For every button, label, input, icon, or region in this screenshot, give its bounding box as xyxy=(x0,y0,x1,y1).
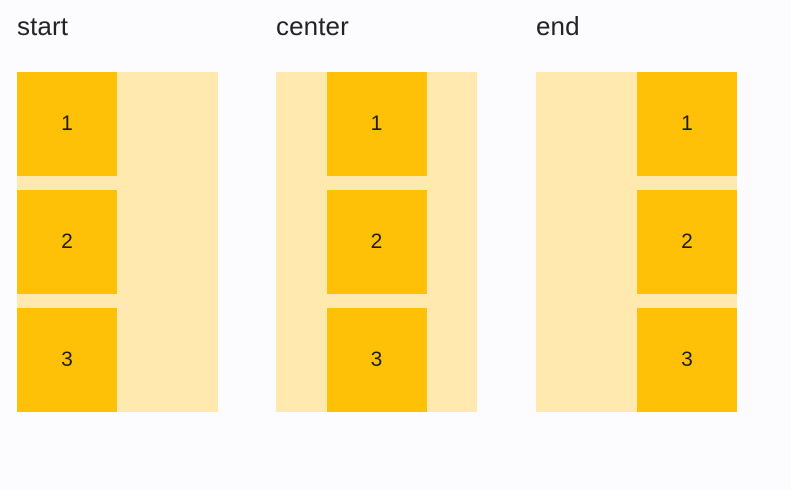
flex-container-end: 1 2 3 xyxy=(536,72,737,412)
flex-container-center: 1 2 3 xyxy=(276,72,477,412)
flex-item: 1 xyxy=(326,72,427,176)
flex-item: 1 xyxy=(637,72,737,176)
flex-item: 2 xyxy=(326,190,427,294)
flex-item: 3 xyxy=(326,308,427,412)
flex-item: 1 xyxy=(17,72,117,176)
flex-item: 3 xyxy=(637,308,737,412)
column-label-start: start xyxy=(17,11,69,41)
column-label-end: end xyxy=(536,11,580,41)
flex-item: 2 xyxy=(17,190,117,294)
flex-item: 2 xyxy=(637,190,737,294)
flex-container-start: 1 2 3 xyxy=(17,72,218,412)
flex-item: 3 xyxy=(17,308,117,412)
column-label-center: center xyxy=(276,11,349,41)
